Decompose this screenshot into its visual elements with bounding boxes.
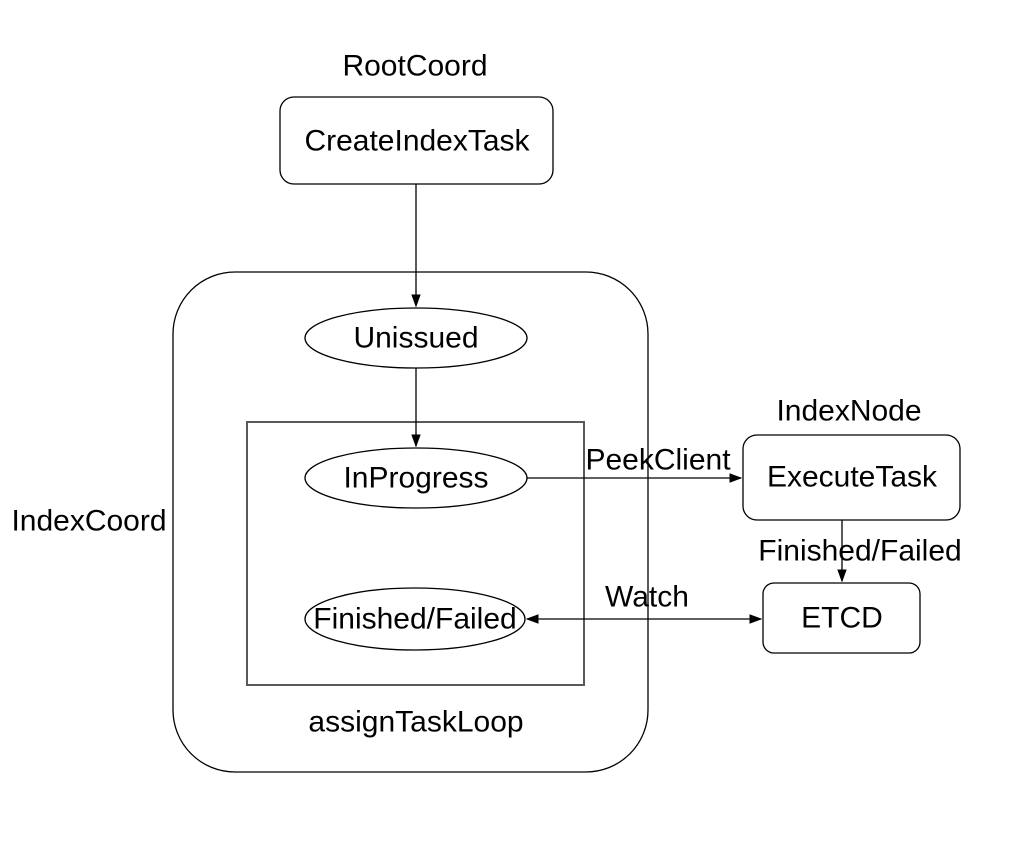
in-progress-label: InProgress — [343, 461, 489, 495]
assign-task-loop-label: assignTaskLoop — [308, 705, 524, 739]
peek-client-edge-label: PeekClient — [585, 443, 731, 477]
execute-task-node — [742, 434, 961, 521]
index-coord-container — [172, 271, 649, 773]
etcd-label: ETCD — [801, 601, 883, 635]
finished-failed-state-label: Finished/Failed — [313, 602, 517, 636]
finished-failed-node — [304, 587, 526, 651]
index-coord-label: IndexCoord — [11, 504, 167, 538]
unissued-label: Unissued — [353, 321, 479, 355]
etcd-node — [762, 582, 921, 654]
watch-edge-label: Watch — [605, 580, 689, 614]
root-coord-label: RootCoord — [342, 49, 488, 83]
create-index-task-label: CreateIndexTask — [304, 124, 530, 158]
finished-failed-edge-label: Finished/Failed — [758, 534, 962, 568]
execute-task-label: ExecuteTask — [766, 460, 938, 494]
index-node-label: IndexNode — [776, 394, 922, 428]
